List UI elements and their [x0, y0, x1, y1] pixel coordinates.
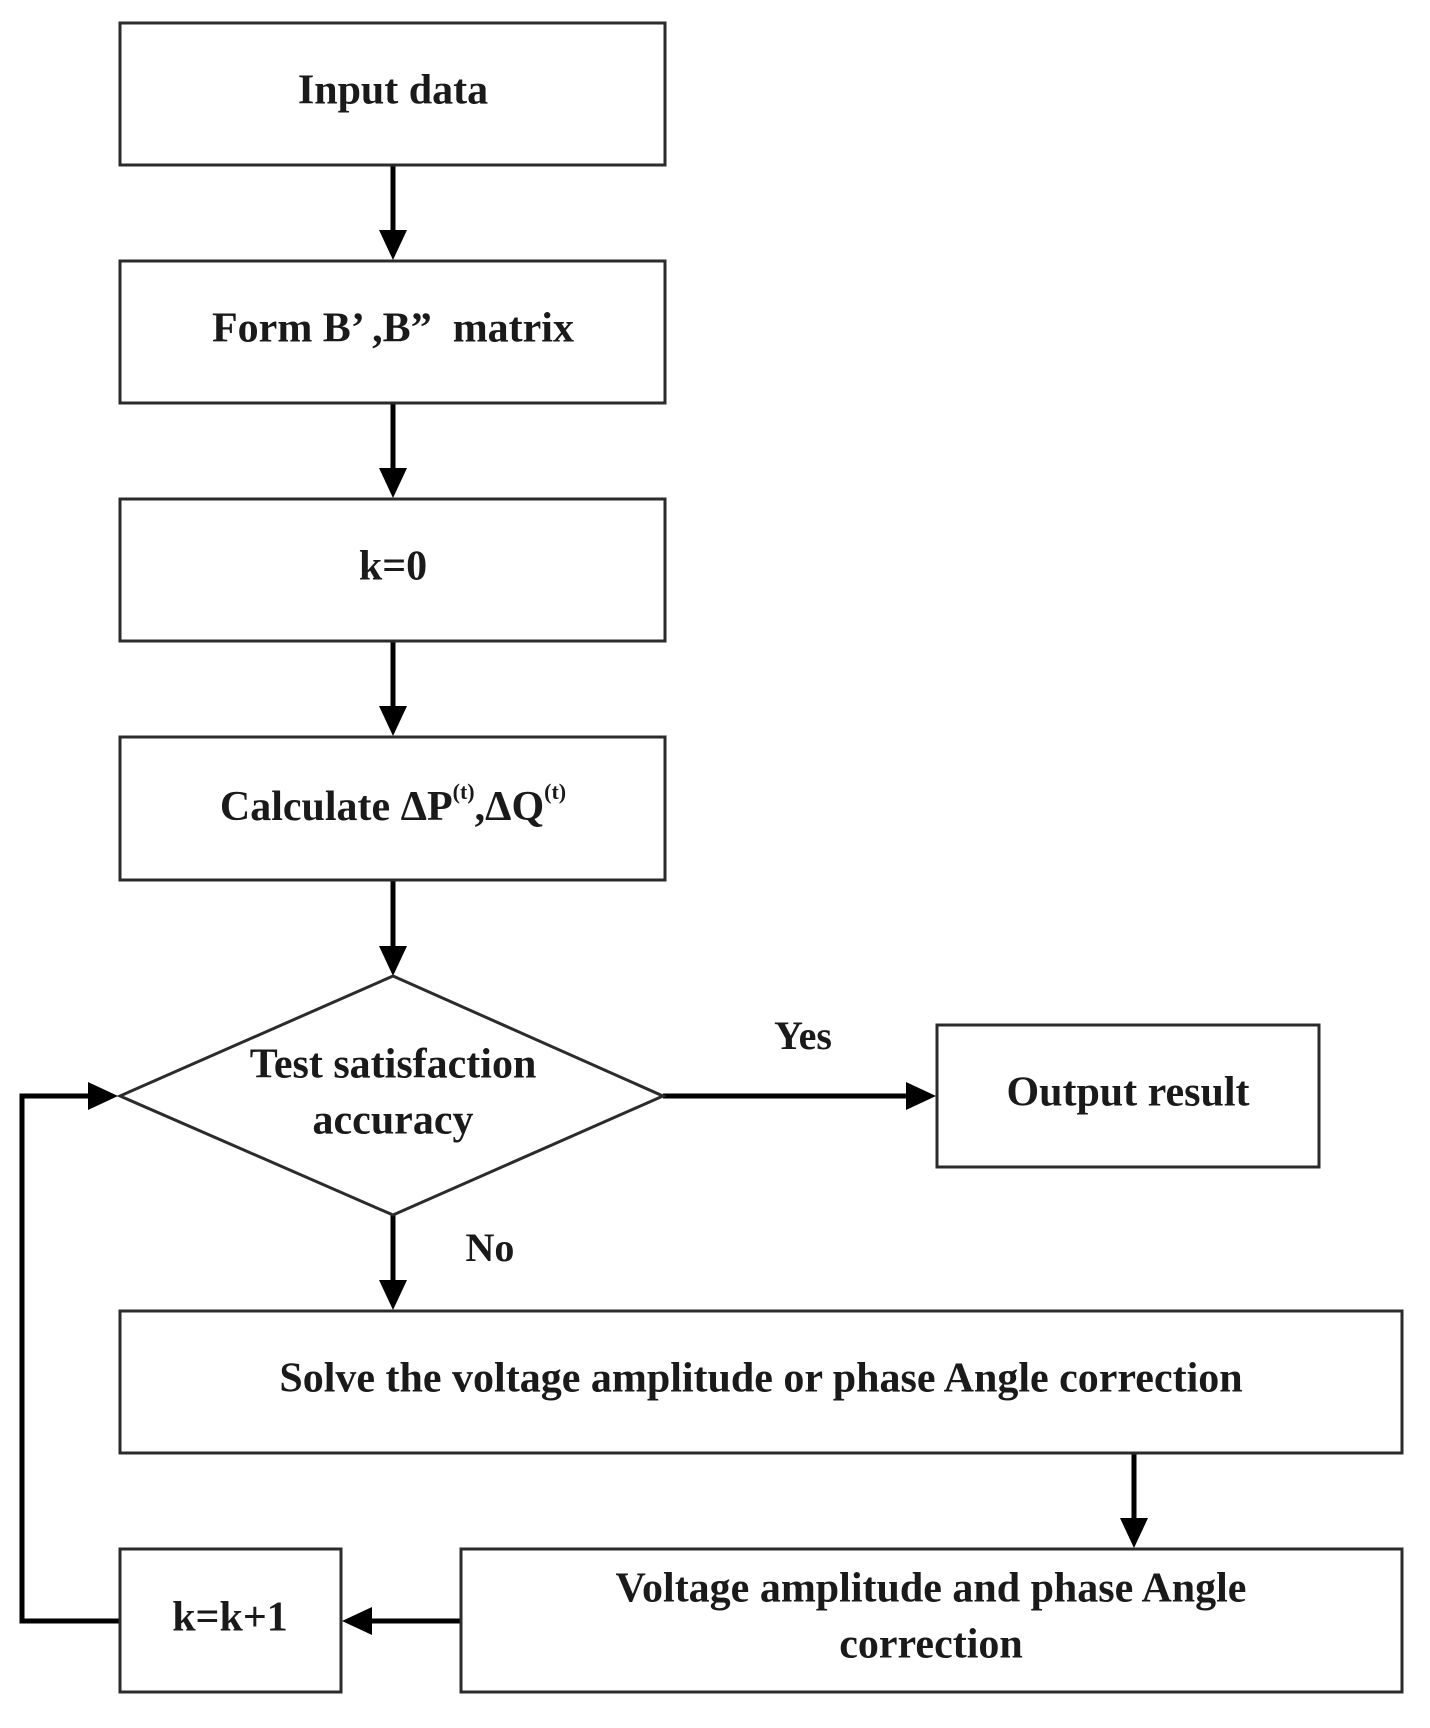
- arrowhead-test-to-solve: [379, 1280, 407, 1310]
- k-zero-label: k=0: [359, 544, 427, 590]
- delta-q: ΔQ: [485, 784, 544, 830]
- calculate-label: Calculate ΔP(t),ΔQ(t): [220, 779, 566, 830]
- k-increment-box: [118, 1547, 343, 1694]
- node-output-result: Output result: [935, 1023, 1321, 1169]
- arrowhead-input-to-form: [379, 230, 407, 260]
- k-zero-box: [118, 497, 667, 643]
- solve-correction-label: Solve the voltage amplitude or phase Ang…: [279, 1356, 1242, 1402]
- voltage-correction-line2: correction: [839, 1622, 1022, 1668]
- delta-q-superscript: (t): [544, 779, 566, 804]
- calculate-separator: ,: [475, 784, 486, 830]
- arrowhead-test-to-output: [906, 1082, 936, 1110]
- test-decision-diamond: [116, 974, 667, 1217]
- arrowhead-k0-to-calc: [379, 706, 407, 736]
- form-matrix-box: [118, 259, 667, 405]
- form-matrix-label: Form B’ ,B” matrix: [212, 306, 574, 352]
- test-decision-line1: Test satisfaction: [250, 1042, 537, 1088]
- delta-p-superscript: (t): [453, 779, 475, 804]
- input-data-label: Input data: [298, 68, 488, 114]
- edge-loop-back: [19, 1093, 120, 1624]
- k-increment-label: k=k+1: [172, 1595, 288, 1641]
- node-k-zero: k=0: [118, 497, 667, 643]
- node-input-data: Input data: [118, 21, 667, 167]
- voltage-correction-line1: Voltage amplitude and phase Angle: [616, 1566, 1247, 1612]
- node-form-matrix: Form B’ ,B” matrix: [118, 259, 667, 405]
- arrowhead-calc-to-test: [379, 946, 407, 976]
- node-calculate: Calculate ΔP(t),ΔQ(t): [118, 735, 667, 882]
- node-solve-correction: Solve the voltage amplitude or phase Ang…: [118, 1309, 1404, 1455]
- arrowhead-correction-to-kinc: [342, 1607, 372, 1635]
- node-test-decision: Test satisfaction accuracy: [116, 974, 667, 1217]
- output-result-label: Output result: [1006, 1070, 1249, 1116]
- arrowhead-form-to-k0: [379, 468, 407, 498]
- arrowhead-solve-to-correction: [1120, 1518, 1148, 1548]
- arrowhead-loop-back: [88, 1082, 118, 1110]
- voltage-correction-box: [459, 1547, 1404, 1694]
- output-result-box: [935, 1023, 1321, 1169]
- solve-correction-box: [118, 1309, 1404, 1455]
- test-decision-line2: accuracy: [313, 1098, 474, 1144]
- calculate-box: [118, 735, 667, 882]
- edge-label-yes: Yes: [774, 1013, 832, 1058]
- delta-p: ΔP: [401, 784, 453, 830]
- node-voltage-correction: Voltage amplitude and phase Angle correc…: [459, 1547, 1404, 1694]
- node-k-increment: k=k+1: [118, 1547, 343, 1694]
- connectors: [19, 165, 1148, 1635]
- input-data-box: [118, 21, 667, 167]
- calculate-prefix: Calculate: [220, 784, 401, 830]
- edge-label-no: No: [466, 1225, 515, 1270]
